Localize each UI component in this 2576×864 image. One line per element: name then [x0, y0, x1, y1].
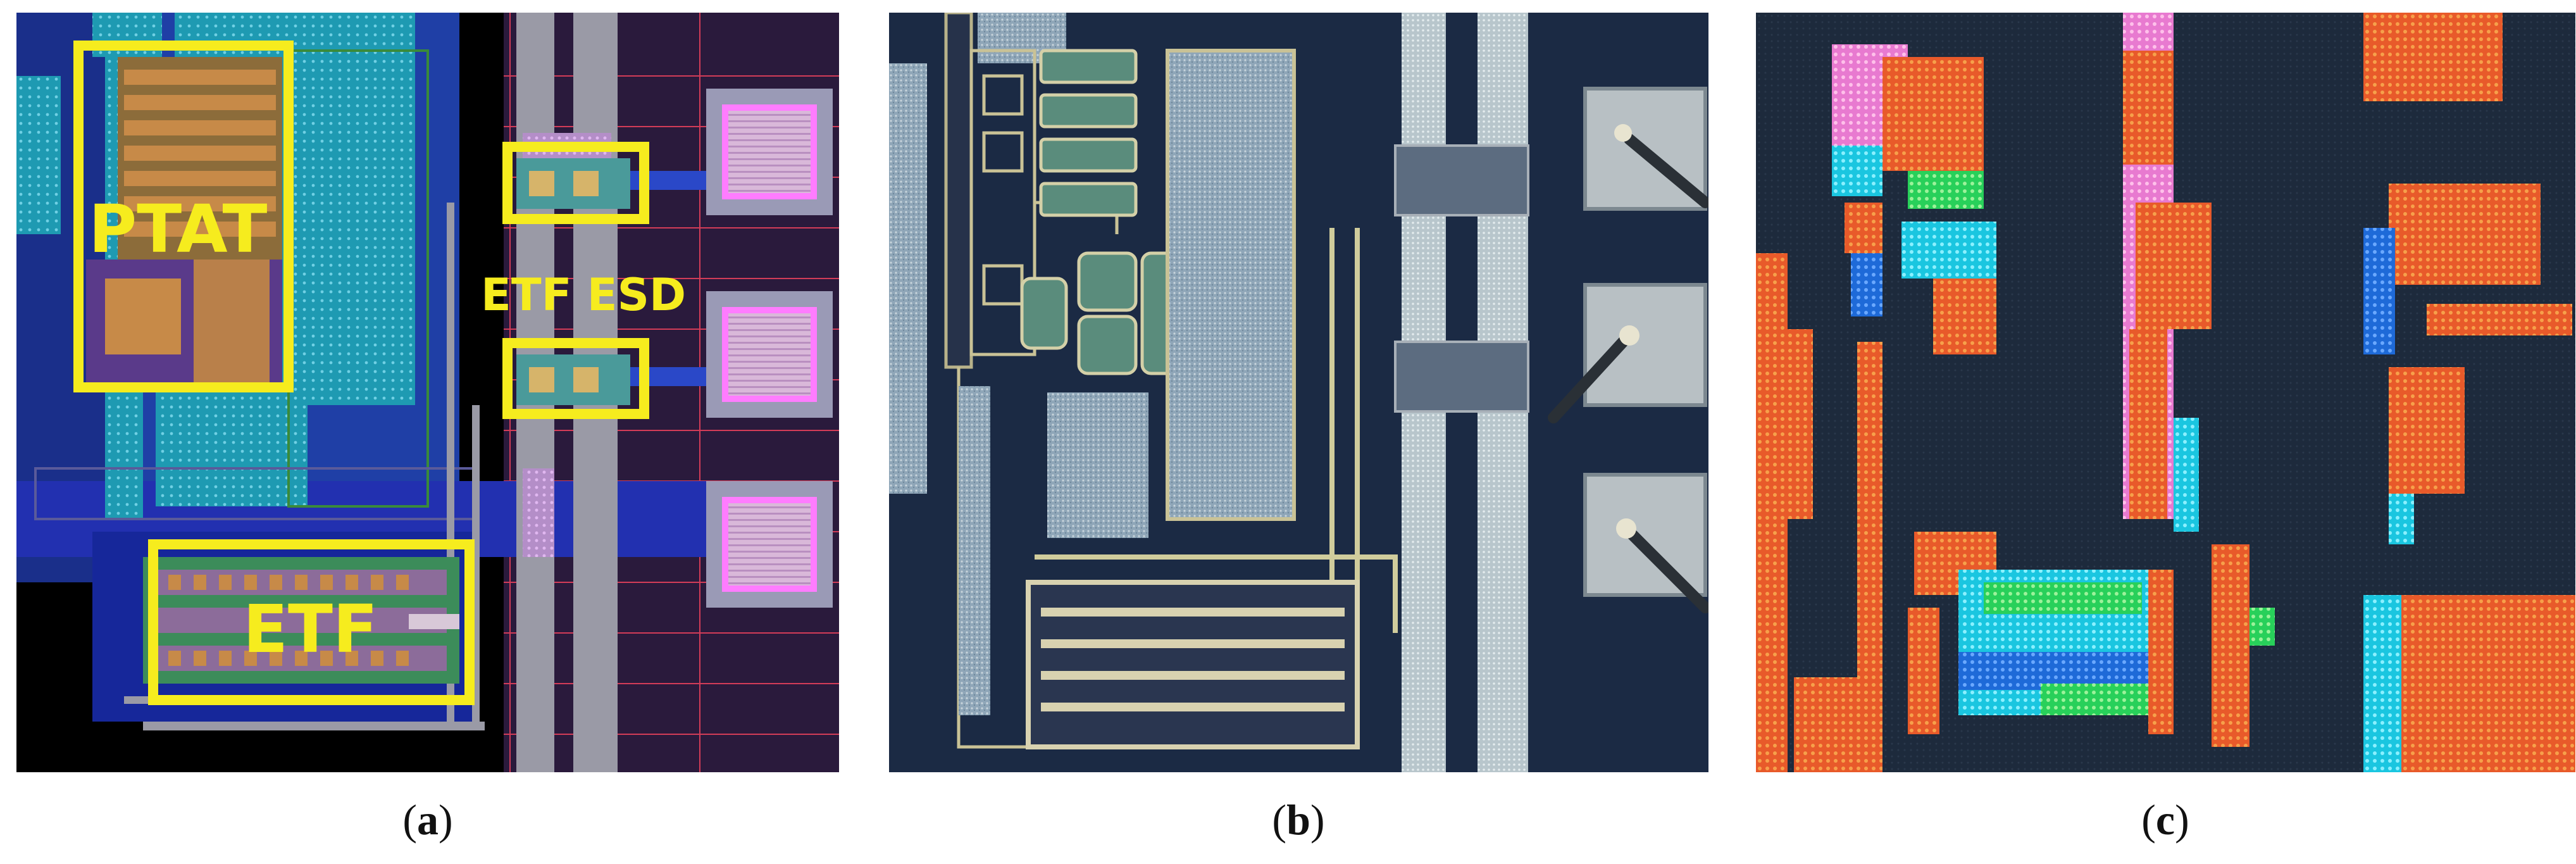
etf-esd-box-top [502, 142, 649, 224]
false-color-drawing [1756, 13, 2575, 772]
caption-c-letter: c [2155, 796, 2175, 844]
caption-b-letter: b [1286, 796, 1310, 844]
caption-c: (c) [2141, 796, 2189, 844]
ptat-box [73, 41, 294, 392]
layout-image: PTAT ETF ESD ETF [16, 13, 839, 772]
caption-a: (a) [402, 796, 453, 844]
micrograph-drawing [889, 13, 1708, 772]
die-micrograph-image [889, 13, 1708, 772]
etf-esd-box-bottom [502, 338, 649, 419]
ptat-label: PTAT [89, 191, 268, 268]
etf-box [148, 539, 475, 705]
caption-b: (b) [1272, 796, 1325, 844]
caption-a-letter: a [417, 796, 439, 844]
etf-label: ETF [243, 591, 378, 668]
layout-drawing: PTAT ETF ESD ETF [16, 13, 839, 772]
etf-esd-label: ETF ESD [481, 269, 686, 321]
false-color-image [1756, 13, 2575, 772]
